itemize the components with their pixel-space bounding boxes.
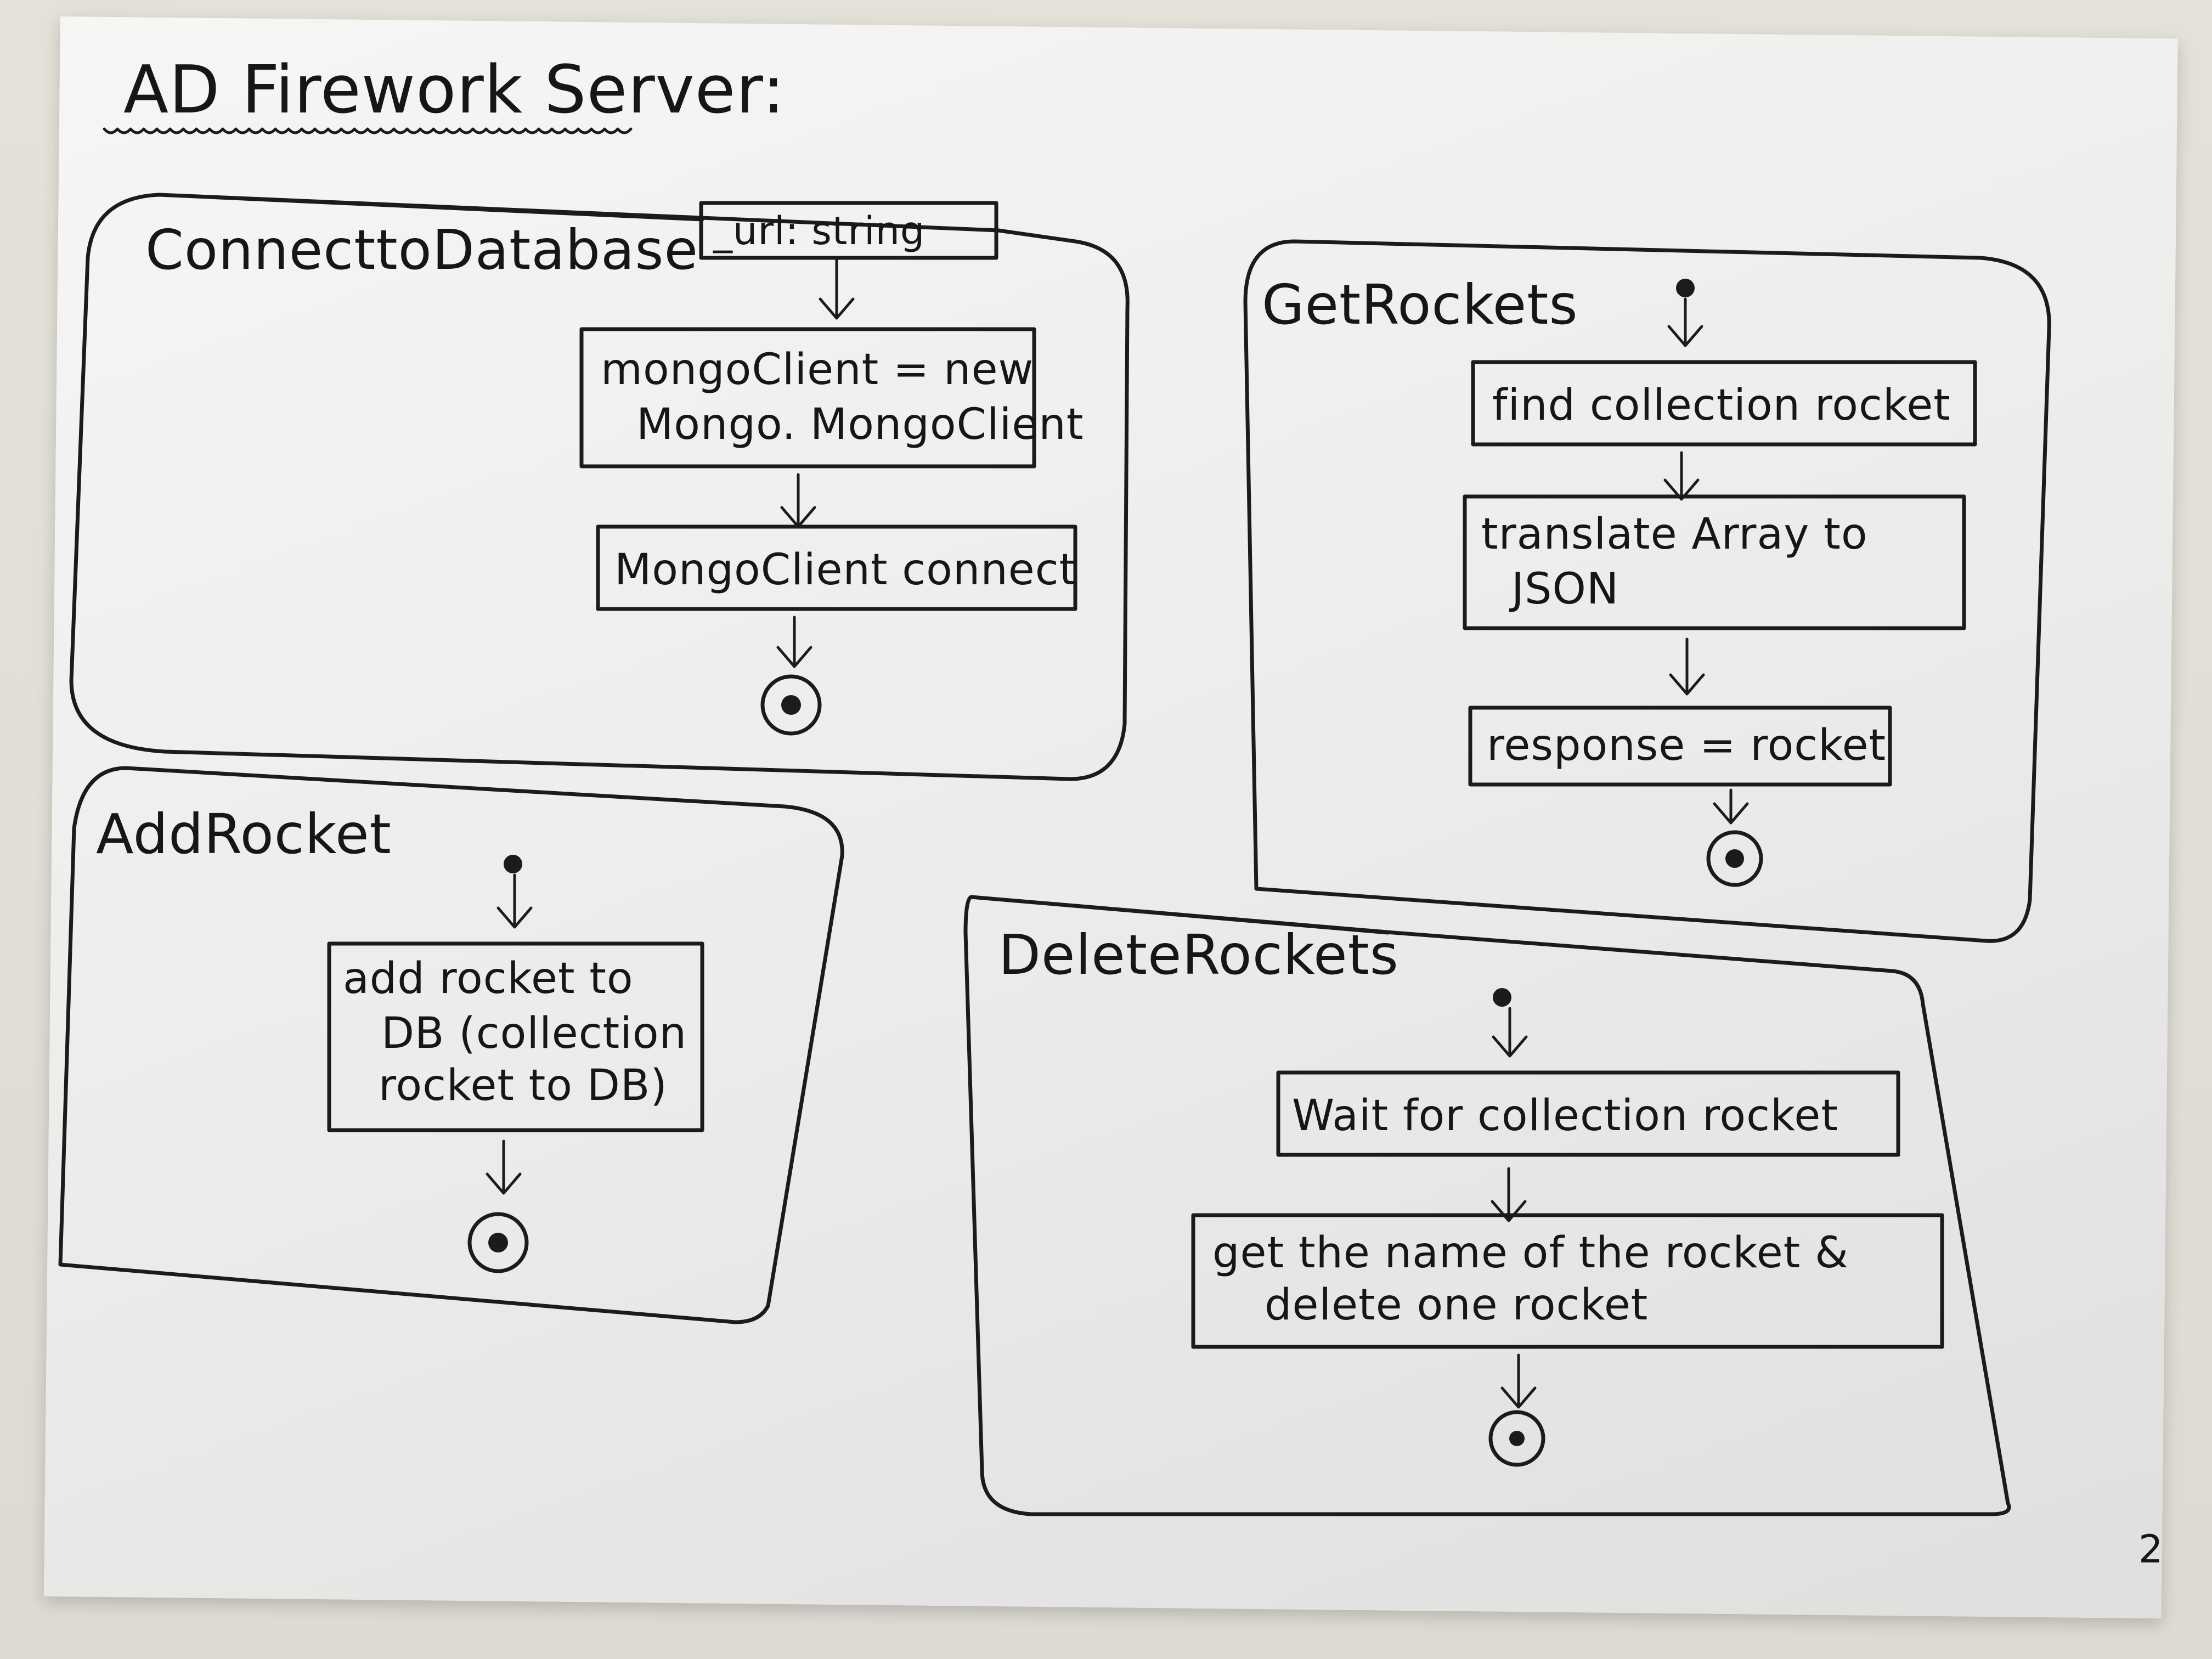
panel-get-label: GetRockets (1262, 273, 1578, 337)
final-node-dot-icon (781, 695, 801, 715)
action-translate-json (1463, 494, 1966, 630)
final-node-icon (1488, 1410, 1545, 1467)
param-box-text: _url: string (713, 208, 925, 253)
action-response-rocket-text: response = rocket (1487, 721, 1886, 770)
panel-add-frame (58, 766, 844, 1324)
action-mongoclient-new-line1: mongoClient = new (601, 345, 1034, 394)
panel-delete-label: DeleteRockets (998, 923, 1399, 987)
action-delete-one-rocket-line1: get the name of the rocket & (1212, 1228, 1849, 1278)
panel-connect-label: ConnecttoDatabase (145, 218, 698, 282)
action-add-rocket-db (327, 941, 704, 1132)
arrow-connect-3 (776, 616, 812, 668)
diagram-title: AD Firework Server: (123, 52, 785, 128)
action-add-rocket-db-line3: rocket to DB) (379, 1061, 668, 1110)
page-number: 2 (2138, 1527, 2164, 1572)
panel-connect-to-database: ConnecttoDatabase _url: string mongoClie… (69, 193, 1130, 781)
action-translate-json-line2: JSON (1509, 565, 1619, 614)
arrow-connect-2 (780, 473, 816, 528)
action-mongoclient-new-line2: Mongo. MongoClient (636, 400, 1084, 449)
action-add-rocket-db-line1: add rocket to (343, 954, 634, 1003)
initial-node-icon (504, 855, 522, 873)
arrow-add-1 (486, 1139, 522, 1195)
action-response-rocket (1468, 706, 1892, 787)
panel-get-rockets: GetRockets find collection rocket transl… (1243, 239, 2051, 943)
arrow-delete-2 (1500, 1353, 1537, 1409)
action-wait-collection-text: Wait for collection rocket (1292, 1091, 1838, 1141)
arrow-get-3 (1713, 788, 1749, 825)
arrow-get-0 (1667, 297, 1703, 347)
arrow-connect-1 (819, 256, 855, 320)
arrow-delete-1 (1491, 1167, 1527, 1222)
action-wait-collection (1276, 1070, 1900, 1157)
panel-add-label: AddRocket (96, 802, 392, 866)
final-node-icon (1706, 830, 1763, 887)
panel-delete-rockets: DeleteRockets Wait for collection rocket… (963, 895, 2011, 1516)
action-add-rocket-db-line2: DB (collection (381, 1009, 687, 1058)
action-find-collection-text: find collection rocket (1492, 381, 1951, 430)
action-find-collection (1471, 360, 1977, 447)
initial-node-icon (1493, 988, 1511, 1007)
final-node-dot-icon (1509, 1431, 1525, 1446)
panel-delete-frame (963, 895, 2011, 1516)
panel-add-rocket: AddRocket add rocket to DB (collection r… (58, 766, 844, 1324)
final-node-dot-icon (1725, 849, 1744, 868)
panel-connect-frame (69, 193, 1130, 781)
arrow-add-0 (496, 873, 533, 929)
final-node-dot-icon (488, 1233, 508, 1252)
panel-get-frame (1243, 239, 2051, 943)
action-translate-json-line1: translate Array to (1481, 510, 1868, 559)
arrow-delete-0 (1492, 1007, 1528, 1058)
final-node-icon (760, 674, 822, 736)
param-box (699, 201, 998, 260)
final-node-icon (467, 1212, 529, 1273)
initial-node-icon (1676, 279, 1695, 297)
action-delete-one-rocket-line2: delete one rocket (1265, 1280, 1648, 1330)
action-mongoclient-new (579, 327, 1036, 469)
action-mongoclient-connect-text: MongoClient connect (614, 545, 1076, 595)
action-delete-one-rocket (1191, 1213, 1944, 1349)
action-mongoclient-connect (596, 524, 1077, 611)
arrow-get-2 (1669, 637, 1705, 696)
arrow-get-1 (1663, 451, 1700, 501)
title-underline (103, 127, 633, 134)
